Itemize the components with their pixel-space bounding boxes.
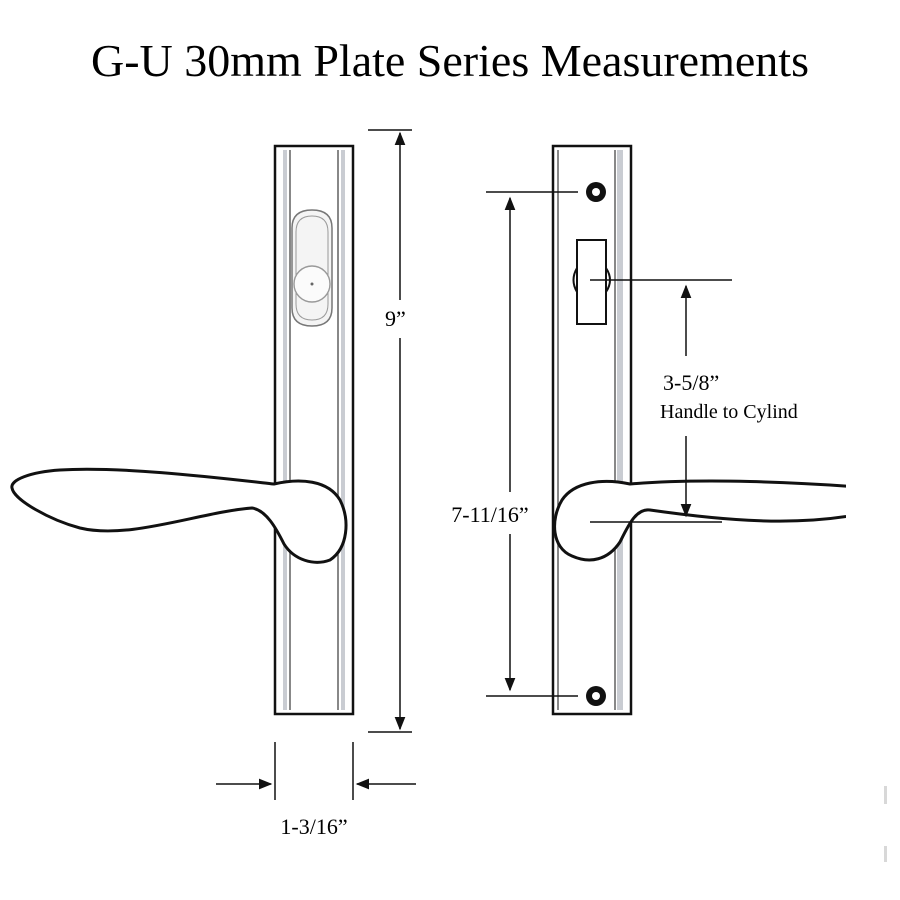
handle-to-cylinder-dimension	[590, 279, 732, 523]
exterior-lever-handle	[10, 467, 348, 564]
top-screw-hole	[586, 182, 606, 202]
diagram-title: G-U 30mm Plate Series Measurements	[91, 35, 809, 86]
plate-width-label: 1-3/16”	[280, 814, 347, 839]
bottom-screw-hole	[586, 686, 606, 706]
screw-spacing-label: 7-11/16”	[451, 502, 528, 527]
interior-plate	[551, 144, 633, 716]
edge-artifact	[884, 786, 887, 862]
interior-lever-handle	[553, 479, 846, 562]
handle-to-cylinder-label: Handle to Cylind	[660, 401, 798, 423]
key-cylinder-escutcheon	[291, 209, 333, 327]
plate-height-label: 9”	[385, 306, 406, 331]
thumbturn	[572, 239, 611, 325]
plate-width-dimension	[216, 742, 416, 800]
plate-height-dimension	[368, 129, 412, 733]
handle-to-cylinder-value: 3-5/8”	[663, 370, 719, 395]
screw-spacing-dimension	[486, 191, 578, 697]
exterior-plate	[273, 144, 355, 716]
